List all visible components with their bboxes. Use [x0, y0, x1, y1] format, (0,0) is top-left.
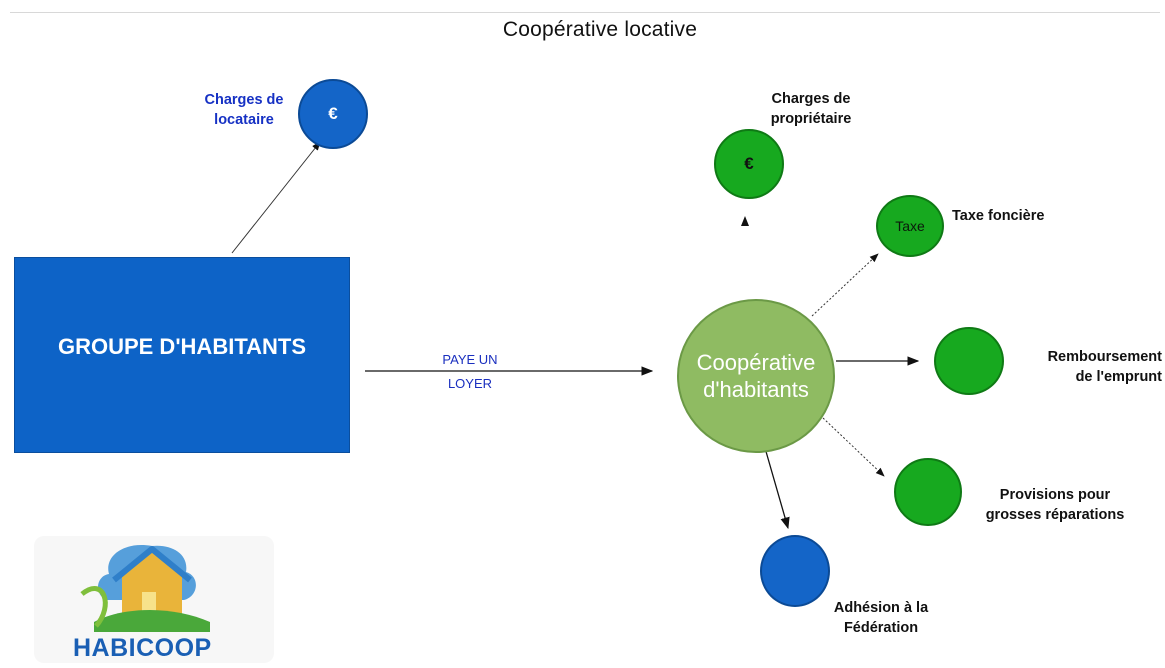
- diagram-frame: [10, 12, 1160, 661]
- diagram-title: Coopérative locative: [502, 18, 698, 41]
- taxe-fonciere-label: Taxe foncière: [952, 208, 1045, 224]
- adhesion-line2: Fédération: [843, 620, 919, 636]
- provisions-line1: Provisions pour: [999, 487, 1111, 503]
- charges-proprietaire-node: €: [714, 129, 784, 199]
- remboursement-label: Remboursement de l'emprunt: [1010, 347, 1162, 387]
- euro-icon: €: [328, 104, 338, 123]
- remboursement-line1: Remboursement: [1047, 349, 1162, 365]
- adhesion-line1: Adhésion à la: [833, 600, 929, 616]
- adhesion-node: [760, 535, 830, 607]
- provisions-line2: grosses réparations: [985, 507, 1125, 523]
- flow-label-line2: LOYER: [447, 376, 493, 391]
- habicoop-logo-text: HABICOOP: [73, 634, 212, 662]
- flow-label-line1: PAYE UN: [442, 352, 498, 367]
- arrow-to-adhesion: [764, 447, 790, 530]
- taxe-symbol: Taxe: [895, 218, 925, 234]
- remboursement-line2: de l'emprunt: [1075, 369, 1162, 385]
- cooperative-line2: d'habitants: [703, 377, 809, 402]
- habicoop-logo: [34, 536, 274, 663]
- charges-locataire-node: €: [298, 79, 368, 149]
- arrow-to-charges-proprietaire: [741, 216, 749, 226]
- arrow-to-provisions: [822, 417, 885, 477]
- provisions-label: Provisions pour grosses réparations: [960, 485, 1150, 525]
- cooperative-node: Coopérative d'habitants: [677, 299, 835, 453]
- adhesion-label: Adhésion à la Fédération: [815, 598, 947, 638]
- charges-proprietaire-label: Charges de propriétaire: [756, 89, 866, 129]
- provisions-node: [894, 458, 962, 526]
- house-logo-icon: [80, 545, 210, 632]
- charges-locataire-label: Charges de locataire: [189, 90, 299, 130]
- cooperative-line1: Coopérative: [696, 350, 816, 375]
- euro-icon: €: [744, 154, 754, 173]
- charges-locataire-line2: locataire: [214, 112, 274, 128]
- remboursement-node: [934, 327, 1004, 395]
- charges-locataire-line1: Charges de: [204, 92, 284, 108]
- taxe-node: Taxe: [876, 195, 944, 257]
- groupe-habitants-label: GROUPE D'HABITANTS: [57, 334, 307, 359]
- arrow-to-taxe: [811, 253, 879, 317]
- arrow-to-charges-locataire: [231, 141, 321, 254]
- charges-proprietaire-line2: propriétaire: [770, 111, 852, 127]
- groupe-habitants-box: GROUPE D'HABITANTS: [14, 257, 350, 453]
- charges-proprietaire-line1: Charges de: [771, 91, 851, 107]
- flow-label: PAYE UN LOYER: [420, 348, 520, 396]
